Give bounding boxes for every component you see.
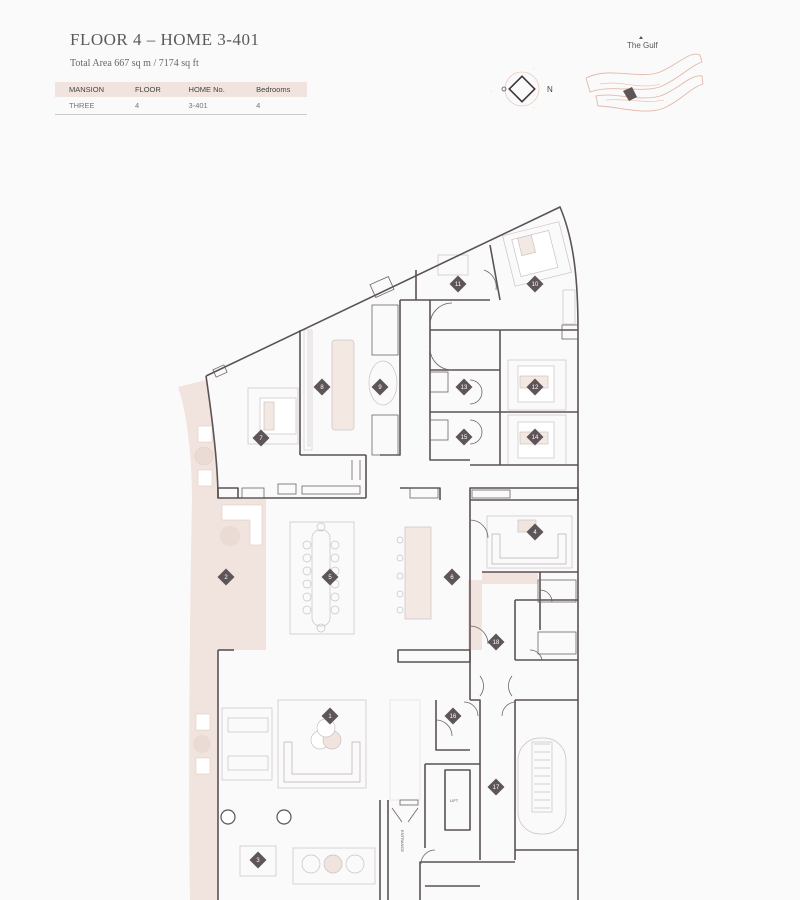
svg-text:16: 16 [450,714,457,720]
page-title: FLOOR 4 – HOME 3-401 [70,30,260,49]
svg-text:8: 8 [320,385,324,391]
room-markers: 1 2 3 4 5 6 7 8 9 10 11 12 13 14 15 16 1… [217,275,544,869]
svg-text:2: 2 [224,575,228,581]
svg-text:17: 17 [493,785,500,791]
walls [205,206,579,900]
compass-tick-se: ᐟ [533,106,535,111]
svg-text:6: 6 [450,575,454,581]
terrace [178,380,266,900]
cell-floor: 4 [120,97,175,115]
home-info-table: MANSION FLOOR HOME No. Bedrooms THREE 4 … [55,82,307,115]
room-marker-9: 9 [371,378,389,396]
cell-home-no: 3-401 [174,97,243,115]
svg-text:15: 15 [461,435,468,441]
lift-label: LIFT [450,798,459,803]
room-marker-11: 11 [449,275,467,293]
room-marker-17: 17 [487,778,505,796]
svg-text:7: 7 [259,436,263,442]
room-marker-10: 10 [526,275,544,293]
col-floor: FLOOR [120,82,175,97]
room-marker-4: 4 [526,523,544,541]
cell-mansion: THREE [55,97,121,115]
svg-text:1: 1 [328,714,332,720]
room-marker-3: 3 [249,851,267,869]
site-key-plan: The Gulf [585,36,704,112]
total-area: Total Area 667 sq m / 7174 sq ft [70,58,199,69]
gulf-arrow-icon [639,36,643,39]
svg-text:3: 3 [256,858,260,864]
room-marker-14: 14 [526,428,544,446]
compass-north: N [547,85,553,94]
terrace-columns [220,809,292,825]
furniture [221,221,576,885]
header: FLOOR 4 – HOME 3-401 Total Area 667 sq m… [0,0,800,140]
table-header-row: MANSION FLOOR HOME No. Bedrooms [55,82,307,97]
col-bedrooms: Bedrooms [242,82,307,97]
svg-text:10: 10 [532,282,539,288]
svg-text:12: 12 [532,385,539,391]
room-marker-18: 18 [487,633,505,651]
svg-text:4: 4 [533,530,537,536]
room-marker-5: 5 [321,568,339,586]
home-location-marker [623,87,637,101]
table-row: THREE 4 3-401 4 [55,97,307,115]
col-mansion: MANSION [55,82,121,97]
compass: N ᐟ ᐟ ᐟ [489,67,553,111]
svg-text:13: 13 [461,385,468,391]
compass-tick-ne: ᐟ [533,67,535,72]
room-marker-13: 13 [455,378,473,396]
room-marker-8: 8 [313,378,331,396]
svg-text:14: 14 [532,435,539,441]
entrance-label: ENTRANCE [400,830,405,852]
room-marker-7: 7 [252,429,270,447]
svg-text:11: 11 [455,282,462,288]
doors [212,269,579,865]
cell-bedrooms: 4 [242,97,307,115]
compass-tick-w: ᐟ [489,90,494,92]
col-home-no: HOME No. [174,82,243,97]
svg-text:5: 5 [328,575,332,581]
room-marker-2: 2 [217,568,235,586]
gulf-label: The Gulf [627,41,658,50]
svg-text:9: 9 [378,385,382,391]
room-marker-1: 1 [321,707,339,725]
room-marker-16: 16 [444,707,462,725]
room-marker-12: 12 [526,378,544,396]
svg-text:18: 18 [493,640,500,646]
room-marker-15: 15 [455,428,473,446]
room-marker-6: 6 [443,568,461,586]
